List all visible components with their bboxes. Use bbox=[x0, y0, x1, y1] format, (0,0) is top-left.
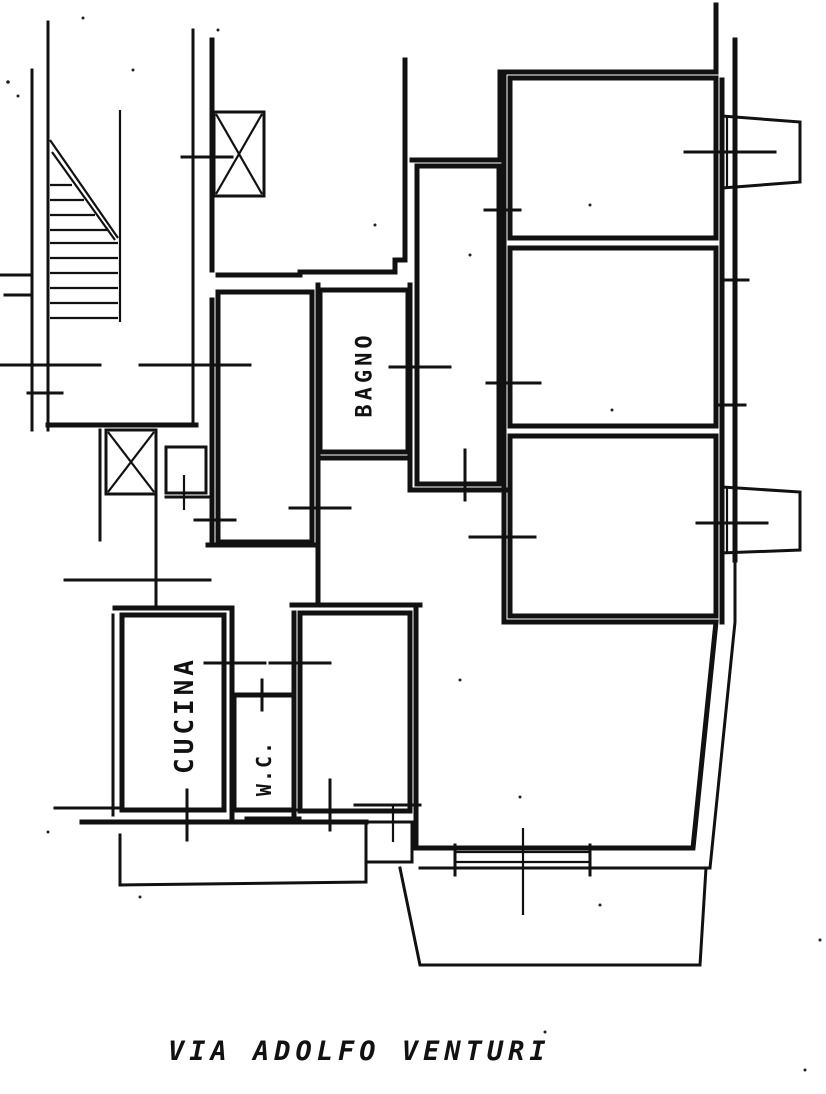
kitchen-label: CUCINA bbox=[169, 656, 200, 774]
living-room bbox=[417, 558, 737, 915]
bedroom-top bbox=[507, 75, 777, 241]
duct-box bbox=[164, 445, 214, 510]
corridor-walls bbox=[191, 28, 215, 548]
corridor-room bbox=[407, 2, 719, 539]
bedroom-bottom bbox=[507, 433, 769, 619]
wc-label: W.C. bbox=[252, 739, 277, 797]
shaft-x-icon bbox=[180, 110, 266, 198]
bathroom-room bbox=[317, 282, 452, 493]
scan-specks bbox=[6, 16, 822, 1072]
balcony-top bbox=[720, 114, 802, 190]
bathroom-label: BAGNO bbox=[352, 331, 378, 418]
kitchen-room bbox=[53, 578, 267, 842]
outer-east-wall bbox=[501, 37, 750, 625]
south-wall bbox=[79, 808, 369, 887]
bedroom-middle bbox=[507, 245, 719, 429]
street-name-caption: VIA ADOLFO VENTURI bbox=[168, 1036, 551, 1067]
shaft-x-icon bbox=[98, 428, 158, 607]
balcony-bottom bbox=[720, 485, 802, 555]
balcony-south bbox=[398, 866, 708, 967]
stair-icon bbox=[49, 110, 122, 322]
bedroom-small bbox=[268, 602, 423, 851]
